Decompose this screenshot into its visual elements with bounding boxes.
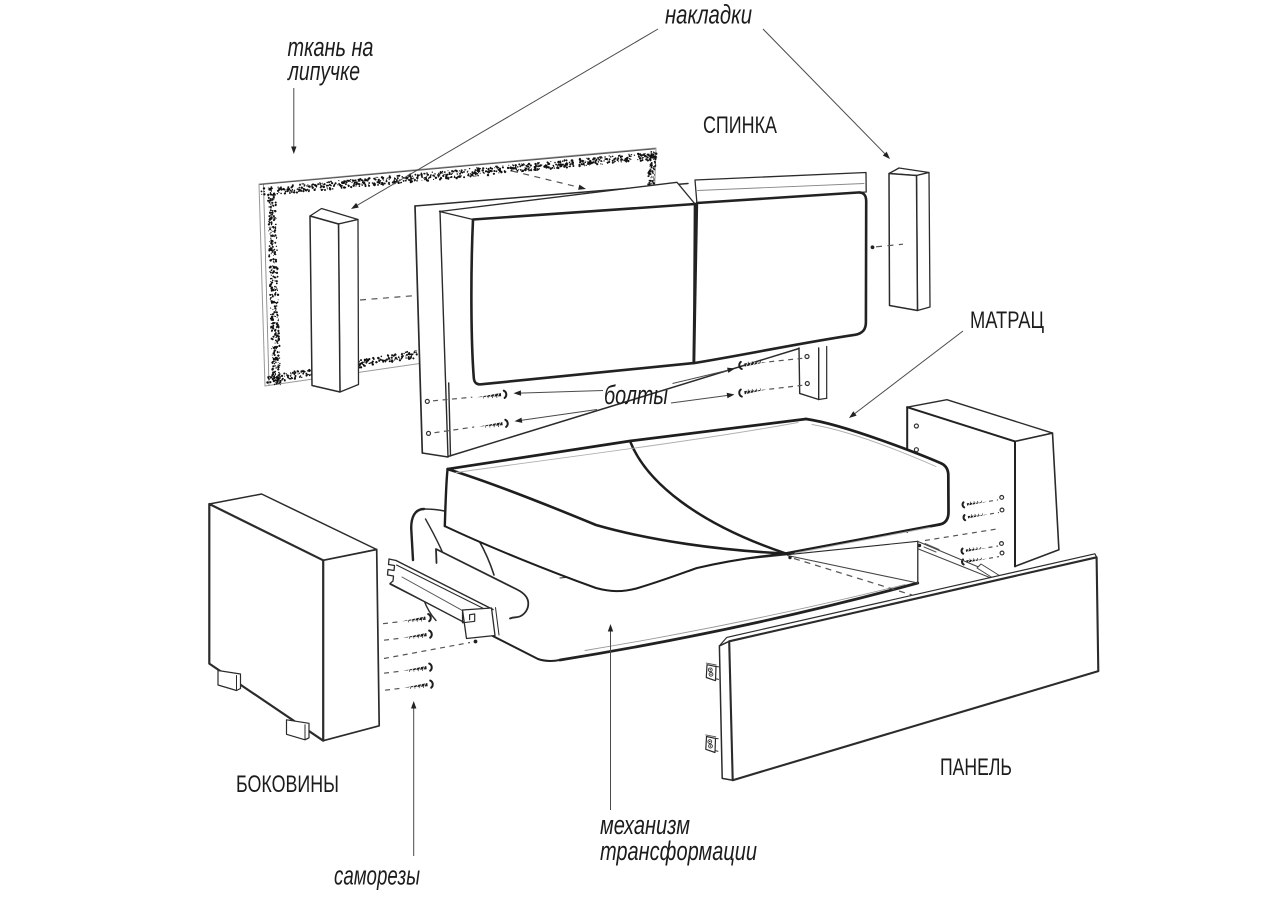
svg-text:ПАНЕЛЬ: ПАНЕЛЬ [940,754,1012,781]
svg-text:БОКОВИНЫ: БОКОВИНЫ [236,771,339,798]
svg-text:ткань на: ткань на [288,32,374,62]
svg-text:саморезы: саморезы [334,861,420,891]
svg-text:липучке: липучке [287,56,360,86]
svg-text:СПИНКА: СПИНКА [703,112,777,139]
svg-text:накладки: накладки [665,0,752,30]
svg-text:МАТРАЦ: МАТРАЦ [970,307,1044,334]
svg-text:трансформации: трансформации [600,836,757,866]
svg-text:механизм: механизм [600,810,690,840]
svg-text:болты: болты [604,380,668,410]
